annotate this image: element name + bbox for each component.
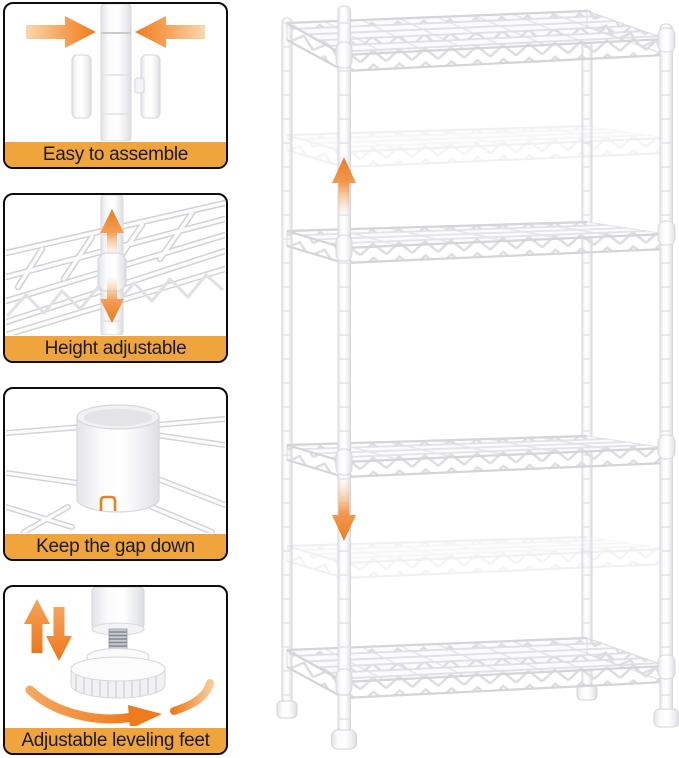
shelving-unit-illustration xyxy=(276,5,679,750)
feature-label: Easy to assemble xyxy=(42,143,189,165)
wire-shelf-sliding-on-pole-illustration xyxy=(6,195,225,335)
shelf-sleeve-with-notch-illustration xyxy=(6,404,225,533)
pole-back-left xyxy=(276,17,298,719)
arrow-up-icon xyxy=(100,209,124,255)
sleeve-cylinder xyxy=(76,404,160,513)
pole-sections-snap-together-illustration xyxy=(26,4,205,141)
arrow-right-icon xyxy=(26,16,96,48)
arrow-down-icon xyxy=(332,478,356,541)
pole xyxy=(100,4,132,141)
pole-front-right xyxy=(653,23,679,728)
clamp-sleeve-halves xyxy=(71,54,161,119)
feature-label: Adjustable leveling feet xyxy=(21,729,210,751)
radiating-wires xyxy=(6,416,225,533)
arrow-up-icon xyxy=(332,157,356,216)
feature-banner: Adjustable leveling feet xyxy=(5,728,226,753)
gap-notch-outline xyxy=(99,495,117,511)
leveling-foot xyxy=(331,729,357,750)
rotate-arrow-icon xyxy=(25,679,214,726)
leveling-foot xyxy=(653,708,679,728)
feature-banner: Easy to assemble xyxy=(5,142,226,167)
threaded-leveling-foot-illustration xyxy=(24,587,214,726)
feature-panel-keep-the-gap-down: Keep the gap down xyxy=(3,387,228,561)
pole-back-right xyxy=(576,9,598,701)
leveling-foot xyxy=(276,700,298,719)
pole-stub xyxy=(91,587,145,636)
arrow-down-icon xyxy=(100,277,124,323)
feature-label: Height adjustable xyxy=(44,337,187,359)
feature-label: Keep the gap down xyxy=(36,535,195,557)
pole-front-left xyxy=(331,5,357,750)
leveling-foot-knob xyxy=(70,648,166,699)
feature-panel-height-adjustable: Height adjustable xyxy=(3,193,228,363)
feature-banner: Height adjustable xyxy=(5,336,226,361)
feature-panel-easy-to-assemble: Easy to assemble xyxy=(3,2,228,169)
feature-banner: Keep the gap down xyxy=(5,534,226,559)
feature-panel-adjustable-leveling-feet: Adjustable leveling feet xyxy=(3,585,228,755)
arrow-left-icon xyxy=(135,16,205,48)
swap-vertical-arrows-icon xyxy=(24,599,72,661)
